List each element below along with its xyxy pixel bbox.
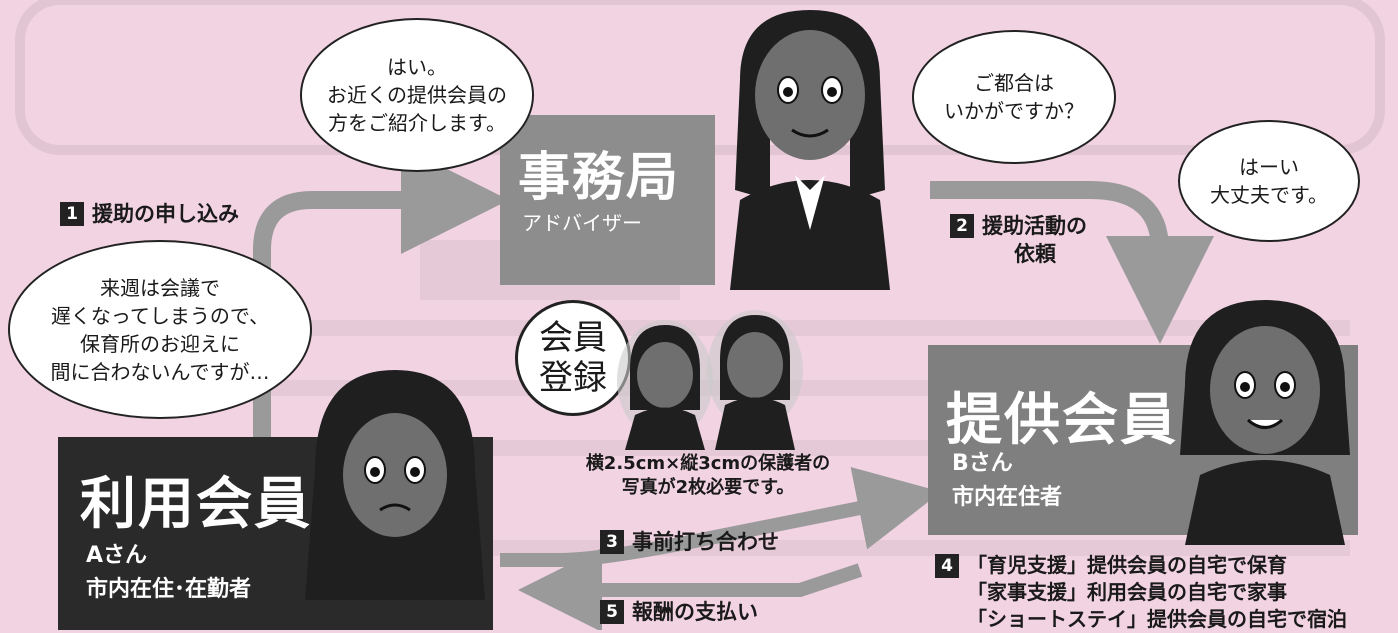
step-2-line2: 依頼 xyxy=(1014,242,1056,266)
provider-member-illustration xyxy=(1160,285,1370,545)
photo-requirement-note: 横2.5cm×縦3cmの保護者の 写真が2枚必要です。 xyxy=(548,452,868,500)
user-name: Aさん xyxy=(86,543,148,568)
step-1-application: 1 援助の申し込み xyxy=(60,200,239,228)
user-member-illustration xyxy=(285,360,495,630)
provider-bubble-line2: 大丈夫です。 xyxy=(1210,183,1328,207)
user-title: 利用会員 xyxy=(80,472,312,537)
photo-note-line1: 横2.5cm×縦3cmの保護者の xyxy=(585,453,831,474)
step-2-number: 2 xyxy=(950,214,974,238)
user-bubble-line4: 間に合わないんですが… xyxy=(50,359,270,384)
step-4-line3: 「ショートステイ」提供会員の自宅で宿泊 xyxy=(967,607,1347,631)
step-3-label: 事前打ち合わせ xyxy=(632,530,779,554)
step-5-payment: 5 報酬の支払い xyxy=(600,598,758,626)
member-photos-illustration xyxy=(610,300,810,450)
office-box: 事務局 アドバイザー xyxy=(500,115,715,285)
step-3-meeting: 3 事前打ち合わせ xyxy=(600,528,779,556)
user-speech-bubble: 来週は会議で 遅くなってしまうので、 保育所のお迎えに 間に合わないんですが… xyxy=(8,240,312,419)
provider-speech-bubble: はーい 大丈夫です。 xyxy=(1178,120,1360,242)
step-2-request: 2 援助活動の 依頼 xyxy=(950,212,1087,268)
user-bubble-line2: 遅くなってしまうので、 xyxy=(50,303,270,328)
step-1-number: 1 xyxy=(60,202,84,226)
office-bubble-line3: 方をご紹介します。 xyxy=(328,111,506,135)
schedule-speech-bubble: ご都合は いかがですか？ xyxy=(912,30,1116,164)
registration-line1: 会員 xyxy=(539,318,607,358)
step-3-number: 3 xyxy=(600,530,624,554)
office-bubble-line1: はい。 xyxy=(387,55,447,79)
office-advisor-illustration xyxy=(700,0,920,290)
arrow-application xyxy=(253,146,509,440)
step-2-line1: 援助活動の xyxy=(982,214,1087,238)
user-bubble-line1: 来週は会議で xyxy=(100,275,220,300)
step-4-line2: 「家事支援」利用会員の自宅で家事 xyxy=(967,580,1287,604)
registration-badge: 会員 登録 xyxy=(515,300,631,416)
arrow-request xyxy=(930,181,1214,344)
provider-description: 市内在住者 xyxy=(952,485,1063,510)
step-4-number: 4 xyxy=(935,554,959,578)
user-bubble-line3: 保育所のお迎えに xyxy=(80,331,240,356)
office-subtitle: アドバイザー xyxy=(522,211,642,235)
schedule-bubble-line2: いかがですか？ xyxy=(944,99,1084,123)
arrow-payment xyxy=(518,548,863,630)
schedule-bubble-line1: ご都合は xyxy=(974,71,1054,95)
office-speech-bubble: はい。 お近くの提供会員の 方をご紹介します。 xyxy=(300,18,534,172)
provider-bubble-line1: はーい xyxy=(1239,155,1299,179)
provider-name: Bさん xyxy=(952,451,1013,476)
step-4-line1: 「育児支援」提供会員の自宅で保育 xyxy=(967,553,1287,577)
registration-line2: 登録 xyxy=(539,358,607,398)
office-title: 事務局 xyxy=(518,148,681,208)
step-1-label: 援助の申し込み xyxy=(92,202,239,226)
user-description: 市内在住･在勤者 xyxy=(86,577,252,602)
step-4-activity: 4 「育児支援」提供会員の自宅で保育 「家事支援」利用会員の自宅で家事 「ショー… xyxy=(935,552,1347,633)
provider-title: 提供会員 xyxy=(946,388,1178,453)
step-5-label: 報酬の支払い xyxy=(632,600,758,624)
step-5-number: 5 xyxy=(600,600,624,624)
office-bubble-line2: お近くの提供会員の xyxy=(327,83,507,107)
photo-note-line2: 写真が2枚必要です。 xyxy=(621,477,795,498)
